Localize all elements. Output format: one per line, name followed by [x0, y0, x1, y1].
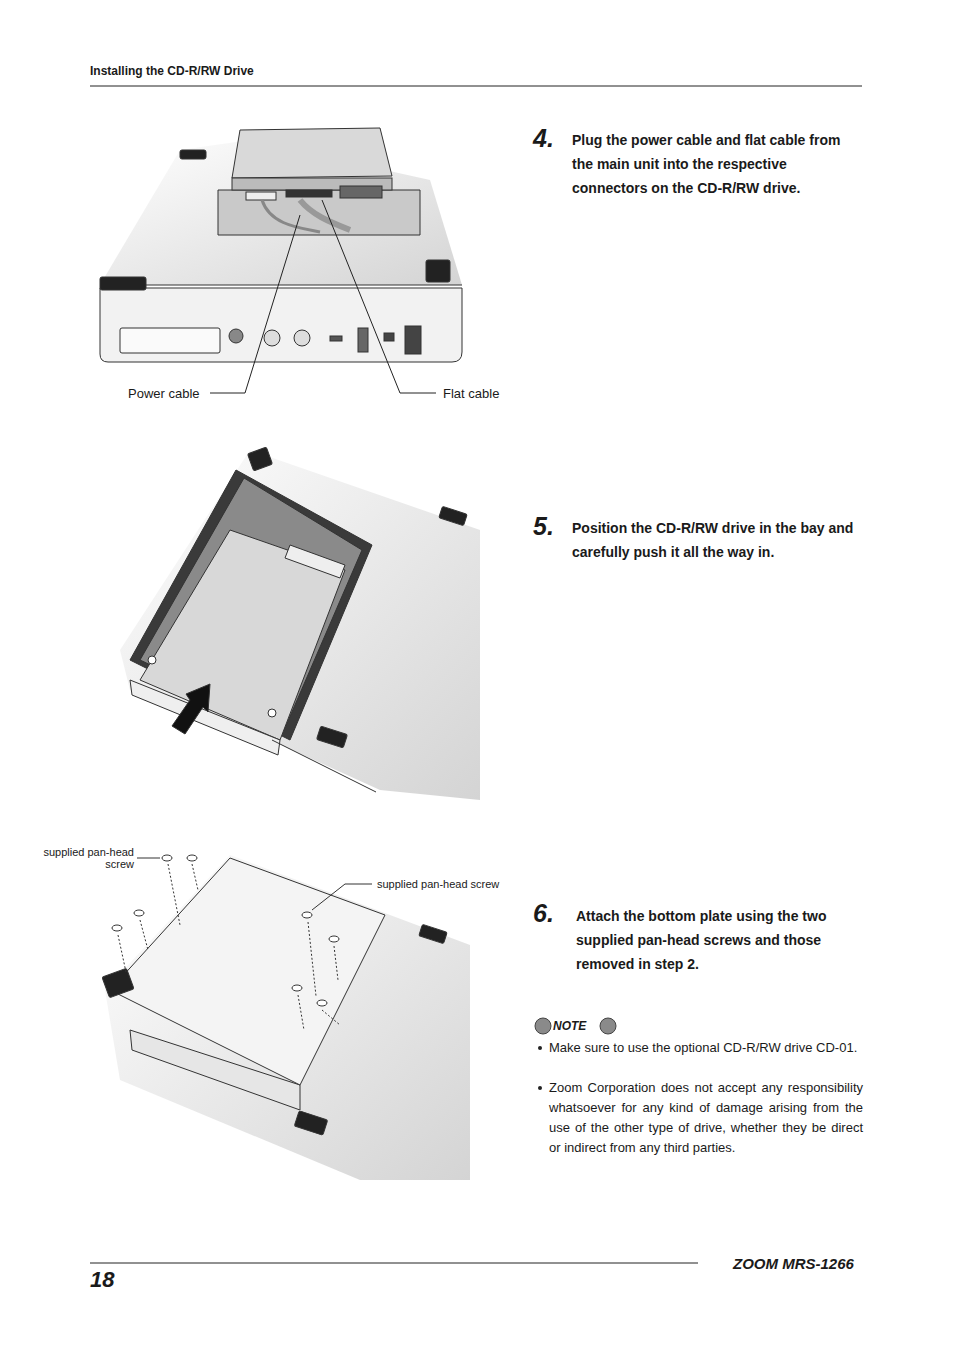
figure-insert-drive: [120, 447, 480, 800]
step-text: Position the CD-R/RW drive in the bay an…: [572, 516, 864, 564]
step-text: Attach the bottom plate using the two su…: [576, 904, 864, 976]
page-header: Installing the CD-R/RW Drive: [90, 63, 254, 79]
bullet: [538, 1046, 542, 1050]
figure-connect-cables: [100, 128, 462, 393]
note-text: Make sure to use the optional CD-R/RW dr…: [549, 1038, 863, 1058]
step-number: 4.: [533, 122, 554, 155]
note-badge: NOTE: [553, 1018, 586, 1034]
part-label: supplied pan-head screw: [40, 846, 134, 870]
note-badge-dot: [535, 1018, 551, 1034]
step-number: 5.: [533, 510, 554, 543]
footer-model: ZOOM MRS-1266: [733, 1254, 854, 1274]
bullet: [538, 1086, 542, 1090]
step-number: 6.: [533, 897, 554, 930]
page-number: 18: [90, 1265, 114, 1294]
note-text: Zoom Corporation does not accept any res…: [549, 1078, 863, 1158]
step-text: Plug the power cable and flat cable from…: [572, 128, 864, 200]
note-badge-dot: [600, 1018, 616, 1034]
figure-attach-plate: [102, 855, 470, 1180]
header-rule: [90, 86, 862, 87]
part-label: supplied pan-head screw: [377, 877, 499, 891]
part-label: Power cable: [128, 385, 200, 402]
footer-rule: [90, 1263, 698, 1264]
part-label: Flat cable: [443, 385, 499, 402]
